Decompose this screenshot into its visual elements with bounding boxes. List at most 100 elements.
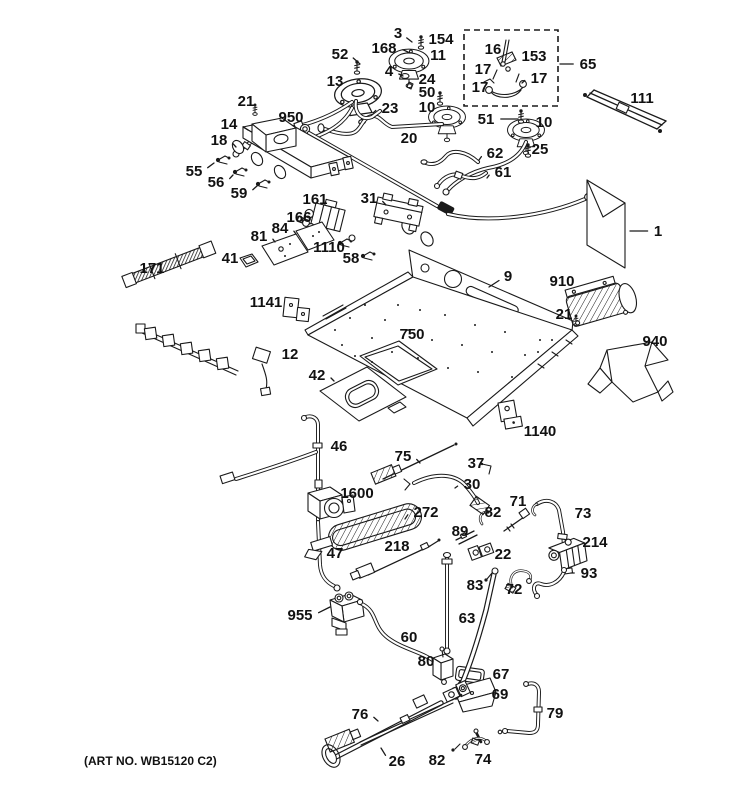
callout-11: 11 bbox=[430, 47, 446, 64]
callout-1600: 1600 bbox=[340, 485, 373, 502]
part-111 bbox=[583, 89, 667, 133]
callout-21: 21 bbox=[238, 93, 255, 110]
leader-line-168 bbox=[402, 49, 411, 54]
callout-910: 910 bbox=[549, 273, 574, 290]
callout-24: 24 bbox=[419, 71, 436, 88]
callout-111: 111 bbox=[630, 90, 653, 107]
callout-74: 74 bbox=[475, 751, 492, 768]
callout-9: 9 bbox=[504, 268, 512, 285]
callout-63: 63 bbox=[459, 610, 476, 627]
bracket-940 bbox=[587, 341, 674, 403]
leader-line-9 bbox=[488, 279, 500, 288]
callout-42: 42 bbox=[309, 367, 326, 384]
lower-assembly bbox=[219, 414, 588, 768]
callout-58: 58 bbox=[343, 250, 360, 267]
leader-line-61 bbox=[486, 174, 490, 179]
leader-line-84 bbox=[293, 230, 297, 235]
callout-52: 52 bbox=[332, 46, 349, 63]
callout-72: 72 bbox=[506, 581, 523, 598]
callout-955: 955 bbox=[287, 607, 312, 624]
callout-26: 26 bbox=[389, 753, 406, 770]
callout-60: 60 bbox=[401, 629, 418, 646]
valve-kit-65 bbox=[463, 29, 559, 107]
leader-line-3 bbox=[406, 37, 413, 43]
callout-31: 31 bbox=[361, 190, 378, 207]
leader-line-14 bbox=[242, 126, 249, 131]
callout-30: 30 bbox=[464, 476, 481, 493]
callout-940: 940 bbox=[642, 333, 667, 350]
callout-3: 3 bbox=[394, 25, 402, 42]
callout-1140: 1140 bbox=[524, 423, 557, 440]
leader-line-17 bbox=[521, 79, 526, 84]
callout-61: 61 bbox=[495, 164, 512, 181]
literature-envelope-1 bbox=[586, 179, 626, 269]
leader-line-81 bbox=[272, 238, 276, 243]
callout-14: 14 bbox=[221, 116, 238, 133]
blower-910 bbox=[564, 275, 638, 327]
callout-82: 82 bbox=[429, 752, 446, 769]
leader-line-62 bbox=[478, 155, 483, 161]
callout-21: 21 bbox=[556, 306, 573, 323]
callout-84: 84 bbox=[272, 220, 289, 237]
callout-272: 272 bbox=[413, 504, 438, 521]
callout-50: 50 bbox=[419, 84, 436, 101]
callout-10: 10 bbox=[419, 99, 436, 116]
callout-56: 56 bbox=[208, 174, 225, 191]
leader-line-76 bbox=[373, 716, 379, 722]
callout-41: 41 bbox=[222, 250, 239, 267]
leader-line-31 bbox=[382, 200, 387, 206]
art-number: (ART NO. WB15120 C2) bbox=[84, 754, 217, 768]
leader-line-18 bbox=[232, 142, 237, 148]
bracket-1140 bbox=[497, 399, 523, 430]
callout-171: 171 bbox=[139, 260, 164, 277]
callout-80: 80 bbox=[418, 653, 435, 670]
callout-1: 1 bbox=[654, 223, 662, 240]
callout-161: 161 bbox=[302, 191, 327, 208]
leader-line-955 bbox=[317, 606, 331, 614]
callout-76: 76 bbox=[352, 706, 369, 723]
callout-89: 89 bbox=[452, 523, 469, 540]
callout-166: 166 bbox=[286, 209, 311, 226]
callout-81: 81 bbox=[251, 228, 268, 245]
callout-67: 67 bbox=[493, 666, 510, 683]
bracket-1141 bbox=[282, 296, 311, 323]
callout-17: 17 bbox=[531, 70, 548, 87]
callout-18: 18 bbox=[211, 132, 228, 149]
washer-4 bbox=[400, 73, 410, 79]
diagram-artwork bbox=[121, 29, 674, 768]
callout-1141: 1141 bbox=[250, 294, 283, 311]
callout-17: 17 bbox=[472, 79, 489, 96]
leader-line-42 bbox=[330, 377, 335, 382]
screw-51 bbox=[517, 108, 525, 124]
callout-47: 47 bbox=[327, 545, 344, 562]
callout-168: 168 bbox=[371, 40, 396, 57]
screw-50 bbox=[436, 90, 444, 106]
cluster-161 bbox=[239, 198, 434, 268]
callout-79: 79 bbox=[547, 705, 564, 722]
callout-10: 10 bbox=[536, 114, 553, 131]
leader-line-23 bbox=[372, 109, 377, 114]
callout-82: 82 bbox=[485, 504, 502, 521]
callout-71: 71 bbox=[510, 493, 527, 510]
callout-20: 20 bbox=[401, 130, 418, 147]
callout-46: 46 bbox=[331, 438, 348, 455]
callout-13: 13 bbox=[327, 73, 344, 90]
callout-950: 950 bbox=[278, 109, 303, 126]
orifice-24 bbox=[406, 81, 414, 90]
leader-line-272 bbox=[404, 514, 409, 520]
bracket-14 bbox=[215, 117, 354, 189]
callout-93: 93 bbox=[581, 565, 598, 582]
callout-73: 73 bbox=[575, 505, 592, 522]
leader-line-56 bbox=[229, 174, 234, 180]
callout-153: 153 bbox=[521, 48, 546, 65]
callout-4: 4 bbox=[385, 63, 394, 80]
callout-62: 62 bbox=[487, 145, 504, 162]
leader-line-55 bbox=[207, 162, 215, 169]
callout-59: 59 bbox=[231, 185, 248, 202]
leader-line-59 bbox=[252, 185, 258, 191]
callout-23: 23 bbox=[382, 100, 399, 117]
callout-16: 16 bbox=[485, 41, 502, 58]
